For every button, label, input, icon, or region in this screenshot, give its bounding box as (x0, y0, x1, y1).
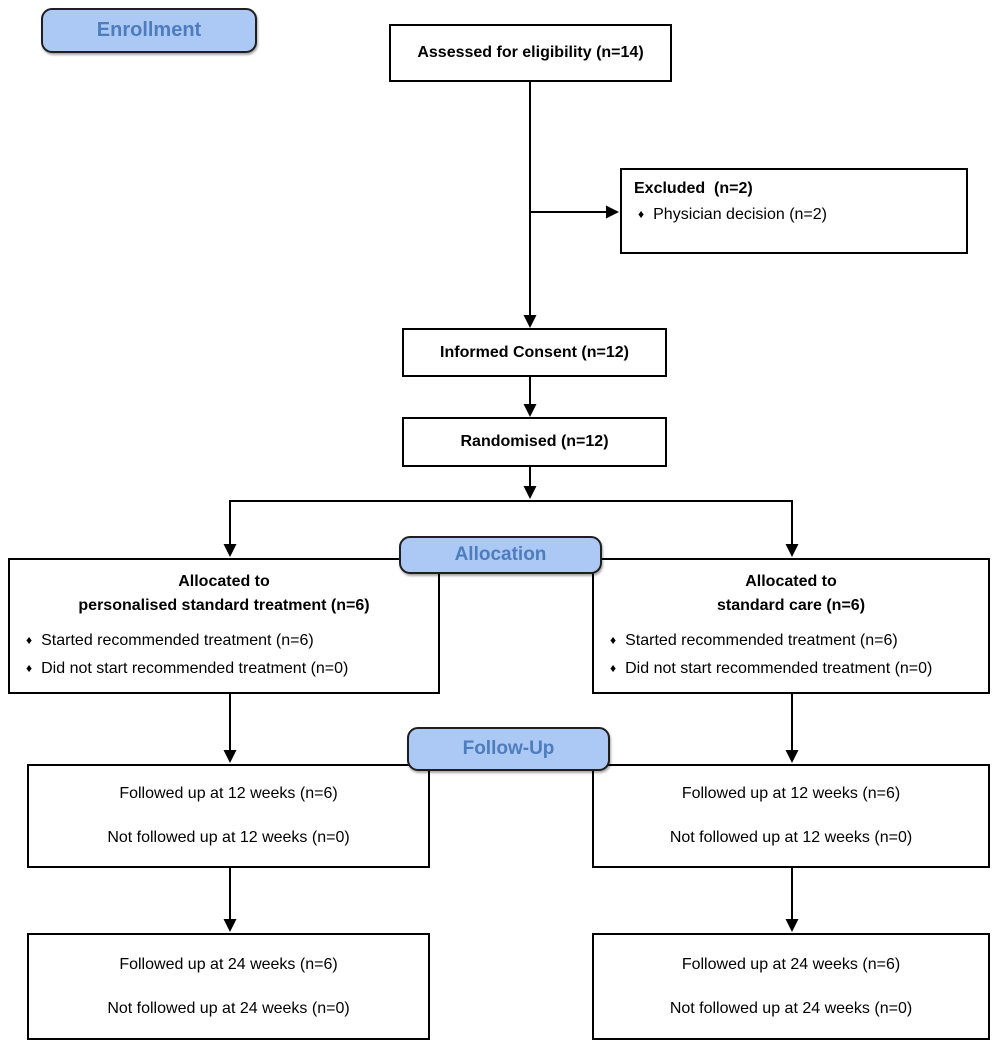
box-followup-24w-personalised: Followed up at 24 weeks (n=6) Not follow… (27, 933, 430, 1040)
allocation-right-title: Allocated to standard care (n=6) (594, 570, 988, 618)
box-excluded: Excluded (n=2) ♦ Physician decision (n=2… (620, 168, 968, 254)
box-followup-12w-personalised: Followed up at 12 weeks (n=6) Not follow… (27, 764, 430, 868)
box-informed-consent: Informed Consent (n=12) (402, 328, 667, 377)
excluded-title: Excluded (n=2) (634, 180, 753, 197)
followup-12w-right-line2: Not followed up at 12 weeks (n=0) (669, 829, 913, 846)
arrow-down-fu12-right (785, 750, 799, 763)
randomised-text: Randomised (n=12) (460, 433, 609, 450)
followup-24w-right-line1: Followed up at 24 weeks (n=6) (681, 955, 901, 973)
allocation-right-title-line2: standard care (n=6) (716, 597, 866, 614)
arrowheads (223, 205, 799, 932)
stage-label-followup: Follow-Up (407, 727, 610, 771)
arrow-down-fu24-left (223, 919, 237, 932)
excluded-bullet-text: Physician decision (n=2) (653, 206, 827, 223)
diamond-bullet-icon: ♦ (26, 661, 33, 675)
diamond-bullet-icon: ♦ (610, 661, 617, 675)
diamond-bullet-icon: ♦ (610, 633, 617, 647)
box-allocation-personalised-treatment: Allocated to personalised standard treat… (8, 558, 440, 694)
box-allocation-standard-care: Allocated to standard care (n=6) ♦ Start… (592, 558, 990, 694)
stage-label-allocation-text: Allocation (454, 544, 547, 565)
allocation-left-title-line2: personalised standard treatment (n=6) (78, 597, 370, 614)
diamond-bullet-icon: ♦ (26, 633, 33, 647)
allocation-right-bullet-text: Did not start recommended treatment (n=0… (625, 660, 933, 677)
allocation-left-bullet-text: Started recommended treatment (n=6) (41, 632, 314, 649)
followup-24w-left-line2: Not followed up at 24 weeks (n=0) (107, 999, 350, 1017)
arrow-down-split (523, 486, 537, 499)
arrow-down-alloc-right (785, 544, 799, 557)
stage-label-enrollment: Enrollment (41, 8, 257, 53)
allocation-left-bullet-item: ♦ Started recommended treatment (n=6) (10, 627, 438, 655)
allocation-right-bullet-text: Started recommended treatment (n=6) (625, 632, 898, 649)
followup-24w-left-line1: Followed up at 24 weeks (n=6) (119, 955, 338, 973)
allocation-right-bullet-item: ♦ Started recommended treatment (n=6) (594, 627, 988, 655)
followup-12w-left-line2: Not followed up at 12 weeks (n=0) (107, 829, 350, 846)
box-followup-12w-standard-care: Followed up at 12 weeks (n=6) Not follow… (592, 764, 990, 868)
stage-label-allocation: Allocation (399, 536, 602, 574)
box-randomised: Randomised (n=12) (402, 417, 667, 467)
allocation-left-bullet-text: Did not start recommended treatment (n=0… (41, 660, 349, 677)
excluded-bullet-item: ♦ Physician decision (n=2) (634, 203, 954, 227)
diamond-bullet-icon: ♦ (638, 207, 645, 221)
followup-12w-left-line1: Followed up at 12 weeks (n=6) (119, 785, 338, 802)
box-assessed-eligibility: Assessed for eligibility (n=14) (389, 24, 672, 82)
informed-consent-text: Informed Consent (n=12) (440, 343, 629, 361)
allocation-left-title: Allocated to personalised standard treat… (10, 570, 438, 618)
followup-12w-right-line1: Followed up at 12 weeks (n=6) (681, 785, 901, 802)
arrow-down-alloc-left (223, 544, 237, 557)
stage-label-followup-text: Follow-Up (462, 738, 555, 759)
allocation-right-bullet-item: ♦ Did not start recommended treatment (n… (594, 655, 988, 683)
arrow-down-consent (523, 315, 537, 328)
stage-label-enrollment-text: Enrollment (96, 19, 202, 41)
arrow-right-excluded (606, 205, 619, 219)
allocation-left-title-line1: Allocated to (178, 573, 270, 590)
assessed-text: Assessed for eligibility (n=14) (417, 44, 644, 61)
connector-lines (229, 82, 793, 920)
allocation-left-bullet-item: ♦ Did not start recommended treatment (n… (10, 655, 438, 683)
arrow-down-randomised (523, 404, 537, 417)
followup-24w-right-line2: Not followed up at 24 weeks (n=0) (669, 999, 913, 1017)
arrow-down-fu24-right (785, 919, 799, 932)
arrow-down-fu12-left (223, 750, 237, 763)
allocation-right-title-line1: Allocated to (745, 573, 837, 590)
box-followup-24w-standard-care: Followed up at 24 weeks (n=6) Not follow… (592, 933, 990, 1040)
